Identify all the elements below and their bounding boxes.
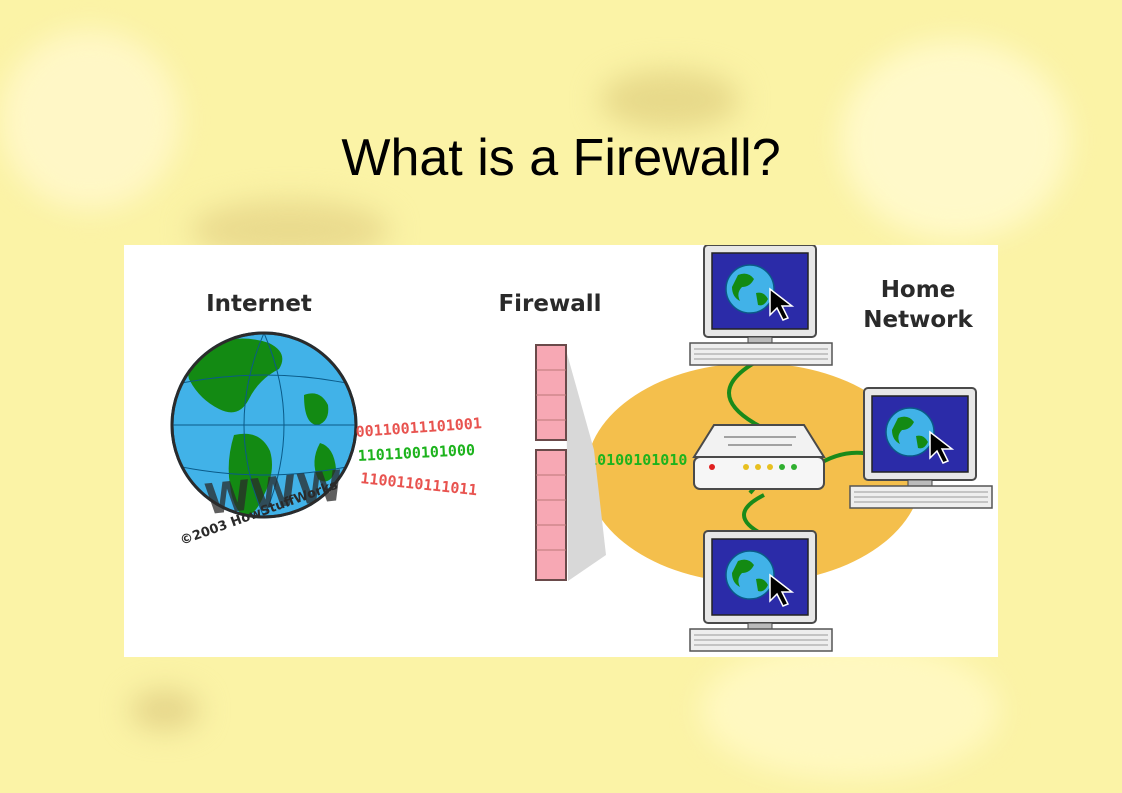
- router-icon: [692, 424, 826, 490]
- firewall-label: Firewall: [498, 291, 601, 317]
- background-blob: [0, 30, 180, 210]
- home-label-line2: Network: [863, 307, 973, 333]
- background-blob: [700, 640, 1000, 780]
- background-blob: [600, 70, 740, 130]
- bits-red-top: 00110011101001: [355, 414, 482, 441]
- firewall-diagram: WWW 00110011101001 1101100101000 1100110…: [124, 245, 998, 657]
- computer-top-icon: [689, 245, 833, 366]
- computer-right-icon: [849, 387, 993, 509]
- bits-inside: 1110100101010: [570, 451, 687, 469]
- bits-red-bottom: 1100110111011: [360, 469, 479, 499]
- computer-bottom-icon: [689, 530, 833, 652]
- bits-green: 1101100101000: [357, 441, 475, 465]
- diagram-svg: WWW 00110011101001 1101100101000 1100110…: [170, 245, 993, 652]
- globe-icon: [170, 331, 358, 519]
- internet-label: Internet: [206, 291, 312, 317]
- background-blob: [130, 690, 200, 730]
- slide-title: What is a Firewall?: [341, 129, 781, 187]
- background-blob: [840, 40, 1070, 240]
- home-label-line1: Home: [881, 277, 956, 303]
- firewall-wall-icon: [535, 344, 606, 581]
